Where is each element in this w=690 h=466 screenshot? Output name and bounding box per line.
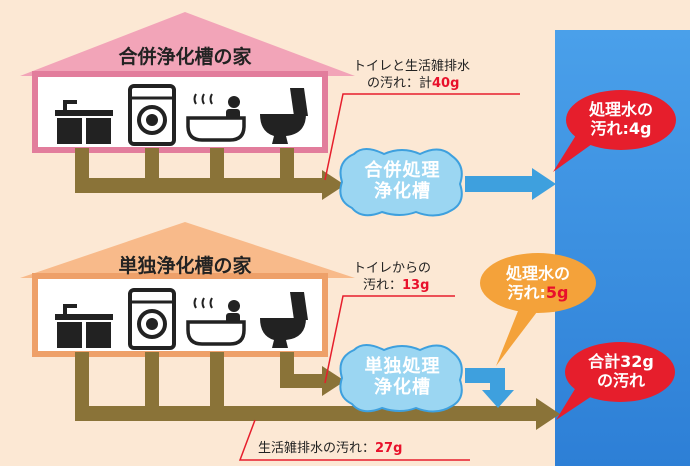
combined-note-line1: トイレと生活雑排水 <box>353 59 471 74</box>
sink-icon <box>55 304 113 348</box>
combined-note-value: 40g <box>432 76 460 91</box>
combined-pollution-note: トイレと生活雑排水 の汚れ：計40g <box>353 58 470 92</box>
bath-icon <box>186 297 246 346</box>
single-note-line2: 汚れ：13g <box>363 278 430 293</box>
single-note-value: 13g <box>402 278 430 293</box>
bath-icon <box>186 93 246 142</box>
single-tank-label: 単独処理浄化槽 <box>364 356 441 398</box>
toilet-icon <box>260 292 308 348</box>
combined-note-line2: の汚れ：計40g <box>367 76 460 91</box>
washing-machine-icon <box>128 84 176 146</box>
single-pollution-note: トイレからの 汚れ：13g <box>353 260 431 294</box>
sink-icon <box>55 100 113 144</box>
combined-tank-label: 合併処理浄化槽 <box>364 160 441 202</box>
greywater-value: 27g <box>375 441 403 456</box>
combined-output-text: 処理水の汚れ:4g <box>588 100 653 138</box>
single-house-title: 単独浄化槽の家 <box>118 255 252 277</box>
combined-house-title: 合併浄化槽の家 <box>118 46 252 68</box>
washing-machine-icon <box>128 288 176 350</box>
single-note-line1: トイレからの <box>353 261 432 276</box>
single-output-text: 処理水の 汚れ:5g <box>505 264 570 302</box>
combined-treatment-tank <box>339 148 463 217</box>
greywater-note: 生活雑排水の汚れ：27g <box>258 441 403 456</box>
single-treatment-tank <box>339 344 463 413</box>
toilet-icon <box>260 88 308 144</box>
single-output-value: 5g <box>545 283 569 302</box>
